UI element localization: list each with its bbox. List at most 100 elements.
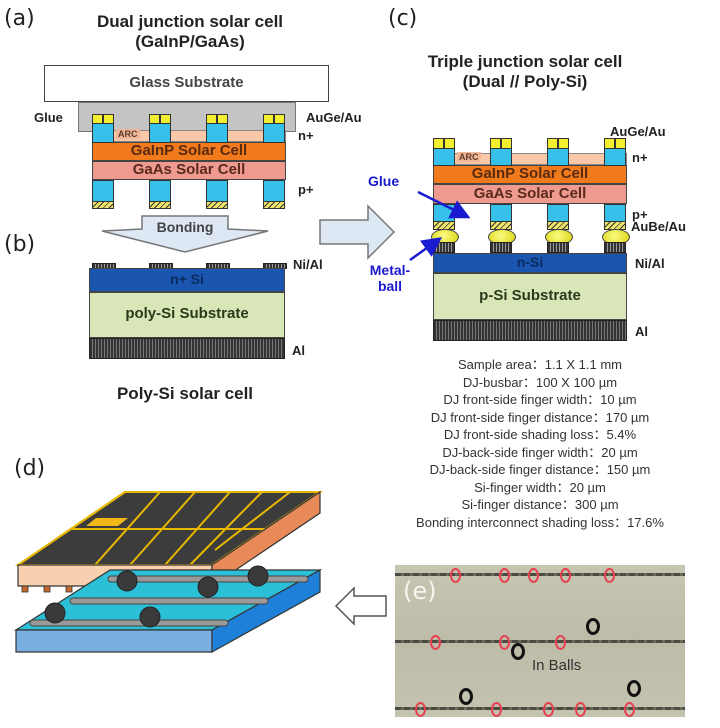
gaas-layer: GaAs Solar Cell xyxy=(92,161,286,180)
aligned-ball-marker xyxy=(560,568,571,583)
panel-c-title-line2: (Dual // Poly-Si) xyxy=(462,72,588,91)
spec-item: DJ front-side finger distance：170 µm xyxy=(430,409,650,425)
back-finger xyxy=(149,180,171,202)
aligned-ball-marker xyxy=(450,568,461,583)
misaligned-ball-marker xyxy=(511,643,525,660)
c-p-si-substrate-layer: p-Si Substrate xyxy=(433,273,627,320)
front-finger xyxy=(92,123,114,143)
c-arc-label: ARC xyxy=(457,152,481,162)
poly-si-diagram: n+ Si poly-Si Substrate Ni/Al Al xyxy=(0,255,360,365)
spec-item: Si-finger width：20 µm xyxy=(474,479,606,495)
exploded-3d-assembly xyxy=(13,490,324,654)
aligned-ball-marker xyxy=(499,568,510,583)
si-slab-front xyxy=(15,629,213,653)
misaligned-ball-marker xyxy=(627,680,641,697)
c-metal-ball-line1: Metal- xyxy=(369,262,411,278)
panel-a-title-line1: Dual junction solar cell xyxy=(96,12,284,31)
c-aube-au-label: AuBe/Au xyxy=(631,219,686,234)
c-n-plus-label: n+ xyxy=(632,150,648,165)
bonding-label: Bonding xyxy=(156,219,214,235)
panel-d-label: (d) xyxy=(14,456,46,481)
bonding-arrow: Bonding xyxy=(100,215,270,255)
glue-label: Glue xyxy=(34,110,63,125)
c-glue-label: Glue xyxy=(368,173,400,189)
panel-a-label: (a) xyxy=(4,6,35,31)
dj-grid-lines xyxy=(61,491,291,566)
al-label: Al xyxy=(292,343,305,358)
gainp-layer: GaInP Solar Cell xyxy=(92,142,286,161)
back-contact-hatch xyxy=(206,201,228,209)
c-p-plus-label: p+ xyxy=(632,207,648,222)
aligned-ball-marker xyxy=(430,635,441,650)
c-gaas-layer: GaAs Solar Cell xyxy=(433,184,627,204)
c-front-contact-label: AuGe/Au xyxy=(610,124,666,139)
misaligned-ball-marker xyxy=(586,618,600,635)
panel-a-title-line2: (GaInP/GaAs) xyxy=(135,32,245,51)
dual-junction-diagram: Glass Substrate ARC GaInP Solar Cell GaA… xyxy=(0,0,362,220)
right-arrow-icon xyxy=(319,204,396,260)
front-finger xyxy=(206,123,228,143)
glass-substrate-layer: Glass Substrate xyxy=(44,65,329,102)
n-plus-si-label: n+ Si xyxy=(170,271,204,287)
spec-item: Sample area：1.1 X 1.1 mm xyxy=(457,357,623,372)
aligned-ball-marker xyxy=(555,635,566,650)
c-metal-ball-label: Metal- ball xyxy=(362,262,418,294)
spec-item: DJ-busbar：100 X 100 µm xyxy=(462,374,618,390)
back-finger xyxy=(263,180,285,202)
c-al-label: Al xyxy=(635,324,648,339)
n-plus-label: n+ xyxy=(298,128,314,143)
misaligned-ball-marker xyxy=(459,688,473,705)
panel-c-title: Triple junction solar cell (Dual // Poly… xyxy=(380,52,670,92)
aligned-ball-marker xyxy=(528,568,539,583)
panel-c-label: (c) xyxy=(388,6,418,31)
aligned-ball-marker xyxy=(604,568,615,583)
aligned-ball-marker xyxy=(499,635,510,650)
panel-a-title: Dual junction solar cell (GaInP/GaAs) xyxy=(60,12,320,52)
panel-b-label: (b) xyxy=(4,232,36,257)
panel-b-title: Poly-Si solar cell xyxy=(116,384,254,403)
back-finger xyxy=(92,180,114,202)
spec-item: Bonding interconnect shading loss：17.6% xyxy=(416,514,664,530)
si-finger-line xyxy=(395,573,685,576)
c-al-back-contact-layer xyxy=(433,320,627,341)
c-metal-ball-line2: ball xyxy=(377,278,403,294)
metal-balls xyxy=(44,565,269,628)
c-front-finger xyxy=(604,148,626,166)
spec-item: DJ-back-side finger distance：150 µm xyxy=(429,462,651,477)
microscope-photo: (e) In Balls xyxy=(395,565,685,717)
triple-junction-diagram: ARC GaInP Solar Cell GaAs Solar Cell n-S… xyxy=(340,0,720,350)
back-finger xyxy=(206,180,228,202)
specs-list: Sample area：1.1 X 1.1 mm DJ-busbar：100 X… xyxy=(360,356,720,531)
aligned-ball-marker xyxy=(575,702,586,717)
c-ni-al-contact xyxy=(604,242,626,253)
left-arrow-icon xyxy=(334,586,387,626)
front-finger xyxy=(149,123,171,143)
c-n-si-layer: n-Si xyxy=(433,253,627,273)
front-finger xyxy=(263,123,285,143)
si-finger-line xyxy=(395,707,685,710)
back-contact-hatch xyxy=(92,201,114,209)
p-plus-label: p+ xyxy=(298,182,314,197)
in-balls-caption: In Balls xyxy=(532,657,582,674)
bonding-arrow-shape xyxy=(101,215,269,253)
c-front-finger xyxy=(547,148,569,166)
glue-pointer-arrow xyxy=(417,190,471,219)
aligned-ball-marker xyxy=(415,702,426,717)
spec-item: DJ-back-side finger width：20 µm xyxy=(442,444,638,460)
aligned-ball-marker xyxy=(624,702,635,717)
panel-c-title-line1: Triple junction solar cell xyxy=(427,52,623,71)
c-ni-al-label: Ni/Al xyxy=(635,256,665,271)
si-finger-line xyxy=(395,640,685,643)
al-back-contact-layer xyxy=(89,338,285,359)
aligned-ball-marker xyxy=(543,702,554,717)
c-ni-al-contact xyxy=(547,242,569,253)
front-contact-label: AuGe/Au xyxy=(306,110,362,125)
arc-label: ARC xyxy=(116,129,140,139)
aligned-ball-marker xyxy=(491,702,502,717)
spec-item: Si-finger distance：300 µm xyxy=(461,497,619,512)
c-front-finger xyxy=(490,148,512,166)
c-front-finger xyxy=(433,148,455,166)
spec-item: DJ front-side finger width：10 µm xyxy=(443,392,637,407)
poly-si-substrate-layer: poly-Si Substrate xyxy=(89,292,285,338)
back-contact-hatch xyxy=(263,201,285,209)
